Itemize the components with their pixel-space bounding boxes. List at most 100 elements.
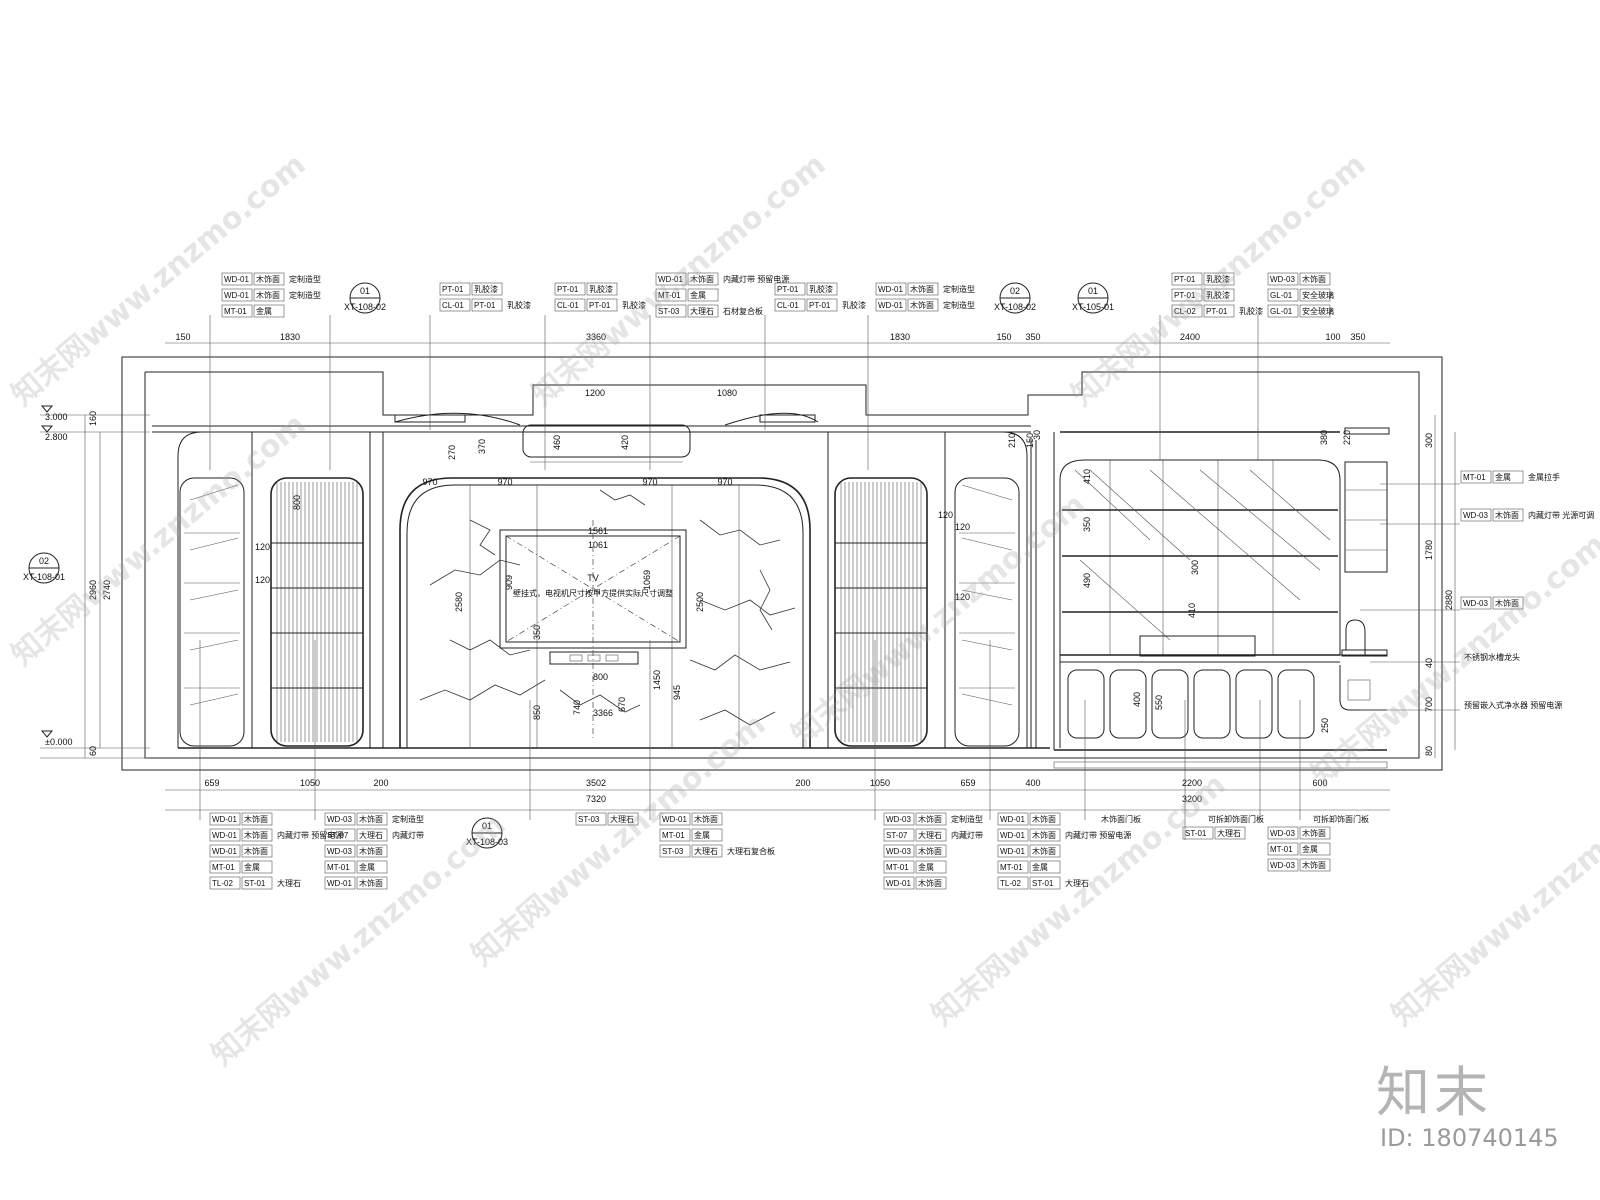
- material-code: WD-01: [886, 879, 911, 888]
- dimension-inner: 220: [1342, 430, 1352, 445]
- material-code-box: [554, 282, 586, 296]
- material-code: WD-01: [224, 275, 249, 284]
- material-code-box: [915, 828, 947, 842]
- material-code-box: [356, 876, 388, 890]
- material-code-box: [209, 844, 241, 858]
- dimension-bottom: 7320: [586, 794, 606, 804]
- material-code-box: [997, 812, 1029, 826]
- left-fluted-panel: [270, 477, 364, 747]
- material-code: 木饰面: [244, 846, 268, 856]
- dimension-inner: 945: [672, 685, 682, 700]
- material-code-box: [209, 812, 241, 826]
- wall-outline: [121, 356, 1443, 771]
- section-marker-ref: XT-108-01: [23, 572, 65, 582]
- material-code-box: [253, 304, 285, 318]
- material-code: 木饰面: [690, 274, 714, 284]
- dimension-bottom: 200: [373, 778, 388, 788]
- material-code: WD-03: [1270, 829, 1295, 838]
- dimension-inner: 2580: [454, 592, 464, 612]
- material-code-box: [883, 844, 915, 858]
- material-code: GL-01: [1270, 291, 1293, 300]
- material-code-box: [471, 298, 503, 312]
- material-code-box: [253, 288, 285, 302]
- material-code-box: [1299, 304, 1331, 318]
- material-note: 木饰面门板: [1101, 814, 1141, 824]
- material-code: WD-01: [224, 291, 249, 300]
- material-code: 金属: [1302, 844, 1318, 854]
- material-code: WD-01: [212, 815, 237, 824]
- material-code-box: [1299, 826, 1331, 840]
- material-note: 内藏灯带 光源可调: [1528, 510, 1594, 520]
- material-code: ST-03: [662, 847, 684, 856]
- material-code-box: [691, 844, 723, 858]
- material-note: 可拆卸饰面门板: [1313, 814, 1369, 824]
- material-note: 内藏灯带 预留电源: [1065, 830, 1131, 840]
- section-marker-ref: XT-108-02: [344, 302, 386, 312]
- material-code-box: [586, 298, 618, 312]
- section-marker-number: 01: [482, 821, 492, 831]
- material-label-group: 不锈钢水槽龙头: [1464, 652, 1520, 662]
- material-code: 木饰面: [1032, 814, 1056, 824]
- material-code-box: [915, 860, 947, 874]
- level-triangle: [40, 425, 54, 433]
- material-code: 木饰面: [918, 846, 942, 856]
- material-label-row: 预留嵌入式净水器 预留电源: [1464, 700, 1562, 710]
- dimension-top: 2400: [1180, 332, 1200, 342]
- material-code-box: [221, 288, 253, 302]
- material-code-box: [1460, 470, 1492, 484]
- material-label-row: 木饰面门板: [1101, 814, 1141, 824]
- image-id: ID: 180740145: [1380, 1124, 1559, 1152]
- material-code-box: [1029, 844, 1061, 858]
- material-code-box: [1267, 272, 1299, 286]
- dimension-top: 1080: [717, 388, 737, 398]
- material-code-box: [575, 812, 607, 826]
- material-code-box: [875, 282, 907, 296]
- dimension-inner: 210: [1007, 433, 1017, 448]
- material-code-box: [655, 288, 687, 302]
- material-code: MT-01: [327, 863, 350, 872]
- material-code-box: [253, 272, 285, 286]
- material-code-box: [806, 282, 838, 296]
- material-label-row: 可拆卸饰面门板: [1208, 814, 1264, 824]
- section-marker-number: 02: [1010, 286, 1020, 296]
- material-code: ST-03: [578, 815, 600, 824]
- section-marker-number: 01: [1088, 286, 1098, 296]
- material-code-box: [997, 876, 1029, 890]
- material-note: 预留嵌入式净水器 预留电源: [1464, 700, 1562, 710]
- material-code: ST-01: [1032, 879, 1054, 888]
- material-code: WD-01: [1000, 815, 1025, 824]
- material-code-box: [439, 282, 471, 296]
- material-code: PT-01: [1174, 275, 1196, 284]
- material-code-box: [659, 828, 691, 842]
- dimension-inner: 2500: [695, 592, 705, 612]
- section-marker-number: 02: [39, 556, 49, 566]
- dimension-inner: 909: [504, 575, 514, 590]
- material-code: PT-01: [589, 301, 611, 310]
- material-code-box: [324, 876, 356, 890]
- material-code: PT-01: [1206, 307, 1228, 316]
- dimension-inner: 380: [1319, 430, 1329, 445]
- dimension-inner: 1069: [642, 570, 652, 590]
